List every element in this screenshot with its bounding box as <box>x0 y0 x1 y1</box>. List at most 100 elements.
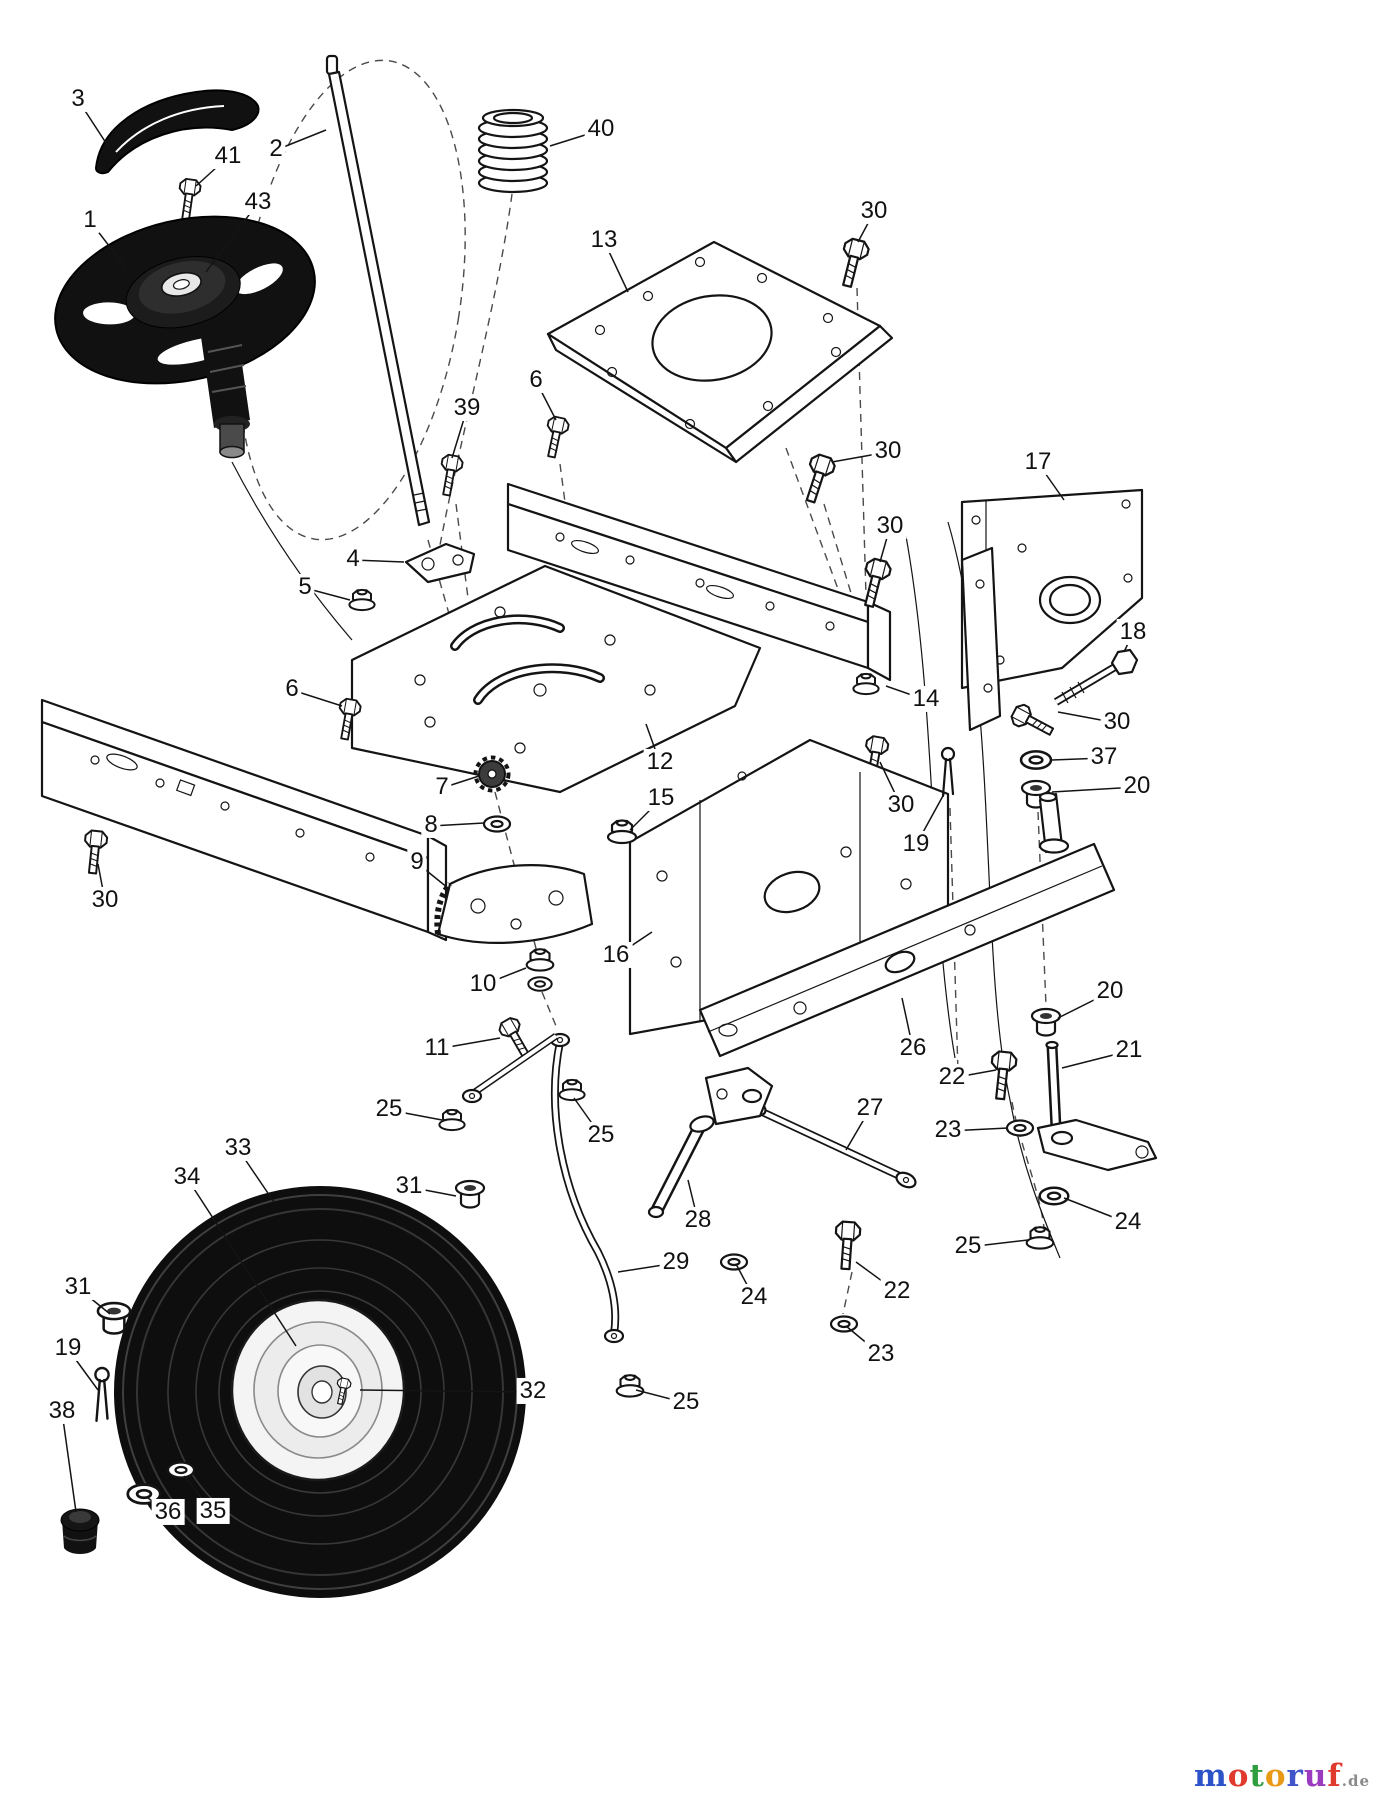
leader-line-15-22 <box>629 798 662 831</box>
logo-letter: o <box>1264 1758 1287 1794</box>
nut-25-right <box>1025 1226 1055 1250</box>
leader-line-5-14 <box>304 587 351 601</box>
bolt-30-e <box>1007 701 1058 743</box>
spindle-right-21 <box>1036 1040 1158 1172</box>
leader-line-2-2 <box>275 129 327 151</box>
logo-letter: o <box>1227 1758 1250 1794</box>
leader-line-28-43 <box>687 1179 699 1222</box>
bushing-31-a <box>454 1179 486 1209</box>
leader-line-37-20 <box>1051 757 1105 761</box>
leader-line-32-53 <box>359 1389 534 1393</box>
nut-15 <box>606 819 638 845</box>
leader-line-22-47 <box>855 1261 898 1293</box>
shaft-flange-4 <box>404 542 476 584</box>
leader-line-34-41 <box>186 1177 297 1347</box>
leader-line-23-38 <box>947 1127 1009 1132</box>
bolt-22-a <box>987 1049 1019 1102</box>
steering-link <box>461 1033 558 1104</box>
leader-line-25-36 <box>388 1109 443 1121</box>
leader-line-17-11 <box>1037 462 1065 501</box>
leader-line-30-10 <box>831 451 889 463</box>
seat-mount-plate <box>546 240 894 464</box>
logo-letter: t <box>1249 1758 1265 1794</box>
washer-8 <box>482 815 512 833</box>
bolt-30-b <box>798 451 838 506</box>
leader-line-31-49 <box>77 1287 111 1315</box>
nut-10 <box>525 948 555 972</box>
bolt-18 <box>1053 648 1139 706</box>
leader-line-20-23 <box>1051 786 1138 793</box>
washer-37 <box>1019 750 1053 770</box>
leader-line-4-13 <box>352 559 405 563</box>
logo-letter: r <box>1286 1758 1304 1794</box>
leader-line-31-42 <box>408 1186 457 1197</box>
leader-line-33-40 <box>237 1148 275 1203</box>
washer-24-a <box>1038 1186 1070 1206</box>
leader-line-6-8 <box>535 380 557 421</box>
steering-sector-gear-9 <box>434 864 594 944</box>
logo-suffix: .de <box>1341 1772 1370 1790</box>
steering-wheel <box>54 215 316 385</box>
leader-line-10-30 <box>482 967 527 986</box>
leader-line-39-9 <box>451 408 468 459</box>
frame-rail-14 <box>506 482 892 682</box>
nut-25-d <box>615 1374 645 1398</box>
bolt-6-a <box>540 414 571 460</box>
leader-line-24-44 <box>1063 1197 1129 1224</box>
leader-line-29-46 <box>617 1262 677 1273</box>
motoruf-logo[interactable]: motoruf.de <box>1194 1758 1370 1794</box>
nut-25-b <box>558 1078 586 1102</box>
leader-line-6-16 <box>291 689 343 707</box>
leader-line-19-50 <box>67 1348 99 1391</box>
cap-nut-38 <box>60 1508 100 1554</box>
leader-line-13-6 <box>603 240 629 293</box>
steering-shaft <box>325 54 431 527</box>
leader-line-3-0 <box>77 99 109 147</box>
leader-line-8-24 <box>430 822 485 827</box>
leader-line-38-52 <box>61 1411 77 1513</box>
steering-support-plate-12 <box>350 564 762 794</box>
leader-line-25-39 <box>573 1097 602 1137</box>
left-frame-rail <box>40 698 448 942</box>
nut-25-a <box>438 1108 466 1132</box>
washer-10 <box>527 976 553 992</box>
leader-line-27-37 <box>845 1108 871 1151</box>
steering-wheel-cap <box>94 89 260 175</box>
nut-5 <box>348 588 376 612</box>
cotter-pin-19-a <box>940 746 956 798</box>
leader-line-30-7 <box>857 211 875 243</box>
logo-letter: f <box>1327 1758 1342 1794</box>
leader-line-24-48 <box>735 1263 755 1299</box>
bolt-39 <box>435 452 465 498</box>
steering-bellows <box>477 108 549 194</box>
leader-line-22-35 <box>951 1069 997 1079</box>
leader-line-30-28 <box>97 863 106 902</box>
logo-letter: m <box>1193 1758 1228 1794</box>
leader-line-25-54 <box>635 1389 687 1404</box>
bushing-20-b <box>1030 1007 1062 1037</box>
cotter-pin-19-b <box>94 1366 110 1423</box>
leader-line-23-51 <box>845 1325 882 1356</box>
washer-36 <box>126 1483 162 1505</box>
leader-line-25-45 <box>967 1239 1029 1248</box>
leader-line-40-5 <box>549 129 602 147</box>
steering-pinion-gear-7 <box>473 755 511 793</box>
leader-line-14-17 <box>885 685 927 701</box>
support-bracket-17 <box>960 488 1144 732</box>
leader-line-20-31 <box>1057 991 1111 1019</box>
leader-line-30-12 <box>879 526 891 563</box>
rail-end-nut <box>852 672 880 696</box>
drag-link-29 <box>549 1032 625 1344</box>
washer-23-a <box>1005 1119 1035 1137</box>
bolt-30-a <box>834 236 872 290</box>
leader-line-30-18 <box>1057 711 1118 724</box>
front-axle-26 <box>698 791 1116 1058</box>
leader-line-41-1 <box>195 156 229 187</box>
leader-line-7-21 <box>441 775 480 789</box>
logo-letter: u <box>1303 1758 1328 1794</box>
leader-line-21-34 <box>1061 1050 1130 1069</box>
steering-wheel-hub-column <box>200 322 250 459</box>
tie-rod-27 <box>745 1099 917 1189</box>
